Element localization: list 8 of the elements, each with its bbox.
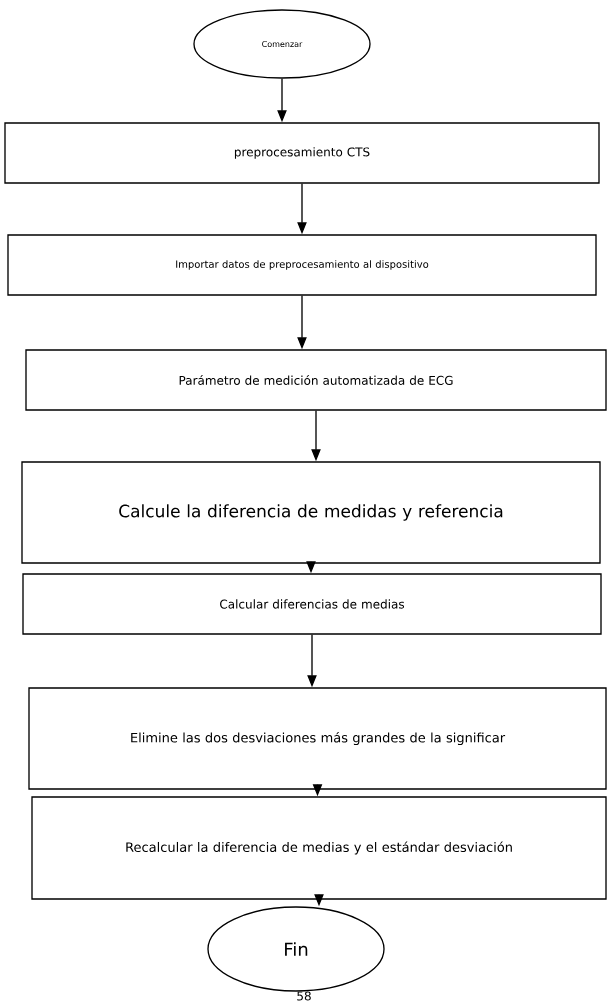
process-box: Recalcular la diferencia de medias y el estándar desviación: [31, 796, 607, 900]
page-number: 58: [297, 991, 311, 1001]
process-box: Importar datos de preprocesamiento al dispositivo: [7, 234, 597, 296]
process-box: Calcular diferencias de medias: [22, 573, 602, 635]
process-box: Elimine las dos desviaciones más grandes de la significar: [28, 687, 607, 790]
process-box: Calcule la diferencia de medidas y referencia: [21, 461, 601, 564]
process-box: Parámetro de medición automatizada de ECG: [25, 349, 607, 411]
process-box: preprocesamiento CTS: [4, 122, 600, 184]
